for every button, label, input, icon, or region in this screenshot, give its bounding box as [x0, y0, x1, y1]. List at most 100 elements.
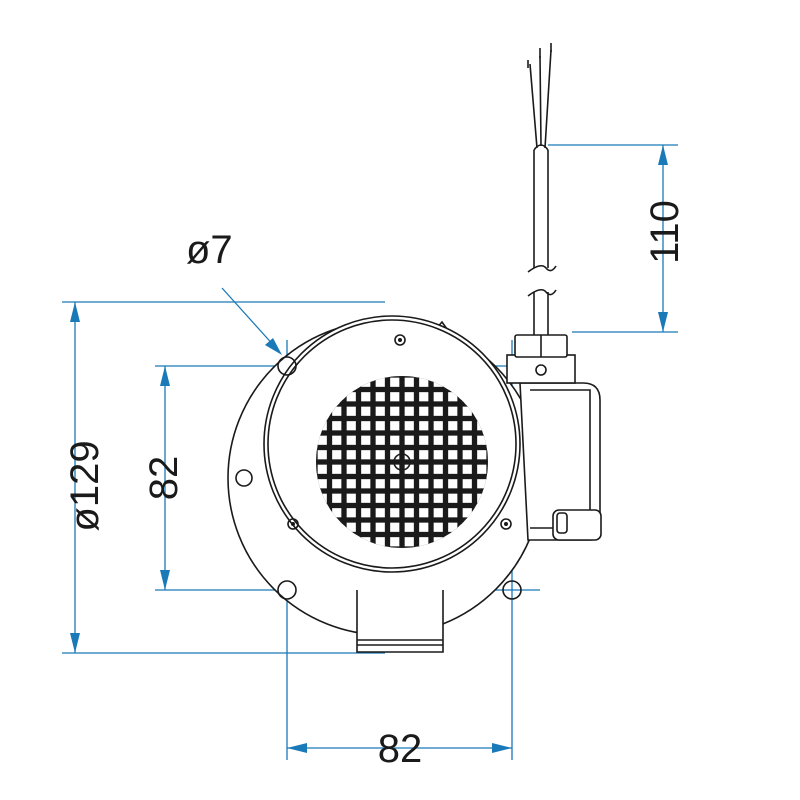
- grille-cell: [359, 477, 372, 490]
- grille-cell: [374, 506, 387, 519]
- vertical-spacing-label: 82: [142, 456, 186, 501]
- grille-cell: [432, 463, 445, 476]
- grille-cell: [403, 492, 416, 505]
- grille-cell: [432, 506, 445, 519]
- horizontal-spacing-label: 82: [378, 727, 423, 771]
- grille-cell: [345, 506, 358, 519]
- grille-cell: [417, 506, 430, 519]
- cable-length-label: 110: [643, 200, 687, 264]
- grille-cell: [417, 390, 430, 403]
- grille-cell: [359, 405, 372, 418]
- grille-cell: [403, 535, 416, 548]
- grille-cell: [417, 419, 430, 432]
- grille-cell: [417, 405, 430, 418]
- hole-diameter-label: ø7: [186, 228, 233, 272]
- grille-cell: [388, 477, 401, 490]
- grille-cell: [403, 376, 416, 389]
- grille-cell: [345, 477, 358, 490]
- grille-cell: [388, 376, 401, 389]
- grille-cell: [330, 448, 343, 461]
- flange-diameter-label: ø129: [63, 440, 107, 531]
- grille-cell: [403, 506, 416, 519]
- grille-cell: [388, 535, 401, 548]
- grille-cell: [432, 419, 445, 432]
- grille-cell: [345, 405, 358, 418]
- grille-cell: [417, 463, 430, 476]
- grille-cell: [461, 463, 474, 476]
- grille-cell: [475, 463, 488, 476]
- grille-cell: [403, 390, 416, 403]
- grille-cell: [316, 463, 329, 476]
- grille-cell: [432, 477, 445, 490]
- grille-cell: [359, 521, 372, 534]
- grille-cell: [330, 419, 343, 432]
- grille-cell: [446, 492, 459, 505]
- grille-cell: [461, 419, 474, 432]
- grille-cell: [417, 492, 430, 505]
- grille-cell: [374, 463, 387, 476]
- grille-cell: [432, 492, 445, 505]
- grille-cell: [345, 463, 358, 476]
- grille-cell: [417, 434, 430, 447]
- grille-cell: [446, 477, 459, 490]
- grille-cell: [388, 434, 401, 447]
- grille-cell: [403, 477, 416, 490]
- grille-cell: [475, 448, 488, 461]
- grille-cell: [432, 390, 445, 403]
- grille-cell: [359, 434, 372, 447]
- grille-cell: [316, 448, 329, 461]
- grille-cell: [446, 434, 459, 447]
- grille-cell: [374, 492, 387, 505]
- grille-cell: [432, 405, 445, 418]
- grille-cell: [446, 506, 459, 519]
- grille-cell: [359, 390, 372, 403]
- grille-cell: [359, 492, 372, 505]
- grille-cell: [374, 405, 387, 418]
- grille-cell: [403, 434, 416, 447]
- grille-cell: [374, 448, 387, 461]
- grille-cell: [417, 477, 430, 490]
- grille-cell: [388, 405, 401, 418]
- connector-housing: [506, 334, 602, 541]
- grille-cell: [374, 521, 387, 534]
- grille-cell: [461, 492, 474, 505]
- grille-cell: [446, 448, 459, 461]
- grille-cell: [359, 448, 372, 461]
- grille-cell: [359, 506, 372, 519]
- grille-cell: [388, 419, 401, 432]
- grille-cell: [374, 390, 387, 403]
- grille-cell: [388, 506, 401, 519]
- grille-cell: [403, 521, 416, 534]
- grille-cell: [403, 405, 416, 418]
- grille-cell: [446, 419, 459, 432]
- grille-cell: [330, 434, 343, 447]
- grille-cell: [432, 448, 445, 461]
- grille-cell: [374, 419, 387, 432]
- mounting-holes: [235, 356, 522, 600]
- grille-cell: [417, 448, 430, 461]
- grille-cell: [461, 434, 474, 447]
- grille-cell: [374, 477, 387, 490]
- grille-cell: [432, 434, 445, 447]
- grille-cell: [345, 419, 358, 432]
- grille-cell: [345, 492, 358, 505]
- grille-cell: [403, 419, 416, 432]
- grille-cell: [446, 405, 459, 418]
- grille-cell: [359, 463, 372, 476]
- grille-cell: [330, 492, 343, 505]
- grille-cell: [345, 434, 358, 447]
- grille-cell: [446, 463, 459, 476]
- grille-cell: [461, 448, 474, 461]
- grille-cell: [359, 419, 372, 432]
- cable: [527, 43, 557, 335]
- grille-cell: [374, 434, 387, 447]
- grille-cell: [417, 521, 430, 534]
- grille-cell: [388, 521, 401, 534]
- grille-cell: [345, 448, 358, 461]
- grille-cell: [330, 463, 343, 476]
- grille-cell: [330, 477, 343, 490]
- grille-cell: [432, 521, 445, 534]
- grille-cell: [461, 477, 474, 490]
- grille-cell: [388, 492, 401, 505]
